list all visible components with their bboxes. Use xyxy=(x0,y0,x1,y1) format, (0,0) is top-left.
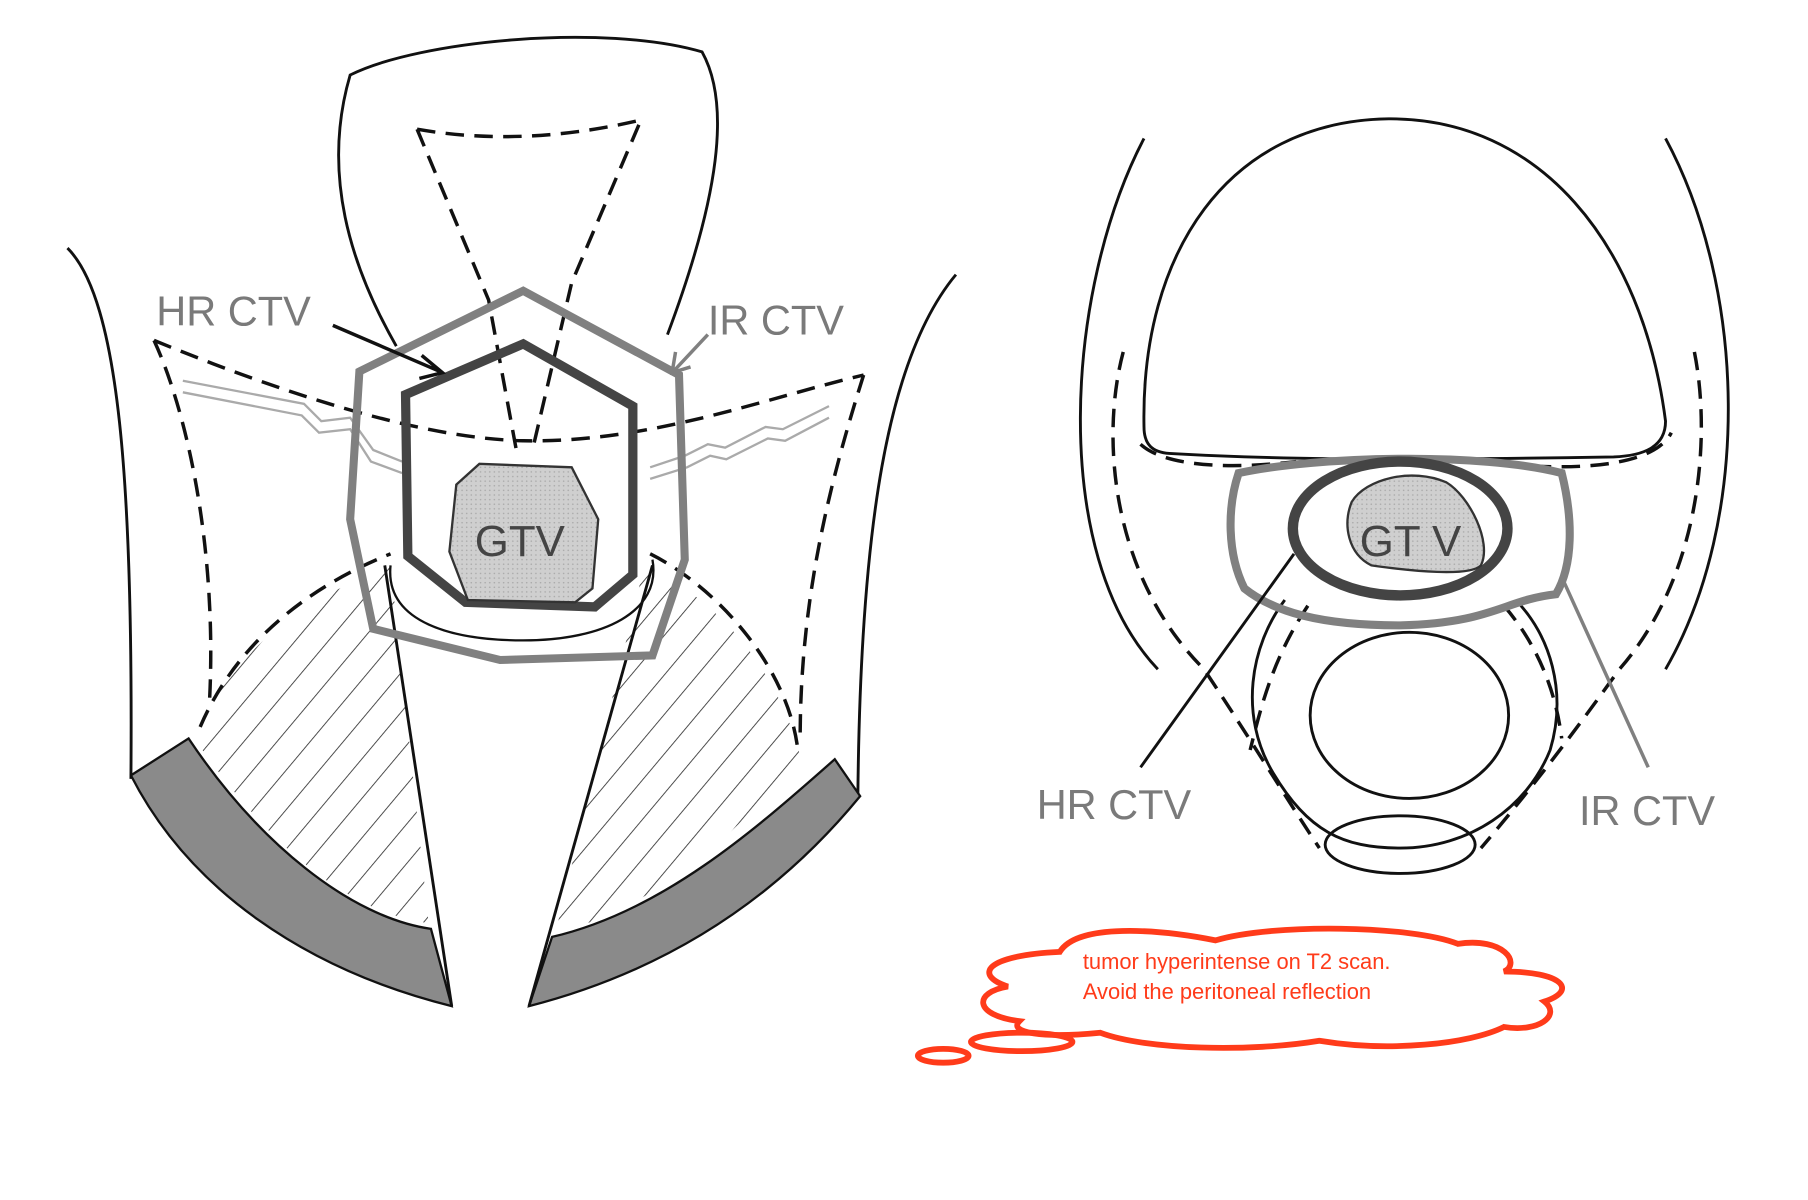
right-vaginal-wall xyxy=(527,564,654,1007)
hr-ctv-pointer xyxy=(1139,553,1296,769)
anal-canal xyxy=(1323,814,1477,875)
axial-view: GT V HR CTV IR CTV xyxy=(1037,117,1730,875)
coronal-view: GTV HR CTV IR CTV xyxy=(66,35,958,1008)
ir-ctv-contour xyxy=(346,286,689,665)
ir-ctv-arrow xyxy=(669,333,710,376)
right-dashed-boundary xyxy=(1479,351,1704,850)
annotation-thought-bubble: tumor hyperintense on T2 scan. Avoid the… xyxy=(914,925,1565,1066)
gtv-region xyxy=(448,462,600,604)
right-hatched-region xyxy=(555,565,801,933)
hr-ctv-contour xyxy=(1287,456,1513,601)
bubble-small xyxy=(914,1045,972,1066)
hr-ctv-contour xyxy=(400,338,638,612)
rectal-wall xyxy=(1250,598,1559,850)
ir-ctv-label: IR CTV xyxy=(1579,787,1715,834)
right-parametrium-dashed-side xyxy=(798,374,866,739)
inner-dashed-right xyxy=(1502,604,1564,739)
left-side-wall xyxy=(1079,137,1159,671)
left-dashed-boundary xyxy=(1111,351,1321,850)
ir-ctv-label: IR CTV xyxy=(708,297,844,344)
hr-ctv-label: HR CTV xyxy=(1037,781,1192,828)
bubble-medium xyxy=(968,1029,1076,1055)
uterus-outline xyxy=(337,35,719,347)
left-pelvic-wall xyxy=(66,247,133,779)
left-vaginal-wall xyxy=(383,565,454,1007)
hr-ctv-label: HR CTV xyxy=(156,287,311,334)
rectum-lumen xyxy=(1308,630,1511,800)
left-parametrium-dashed-side xyxy=(152,339,213,704)
gtv-region xyxy=(1346,474,1486,574)
bladder-outline xyxy=(1142,117,1667,461)
right-side-wall xyxy=(1664,137,1730,670)
right-dashed-arc xyxy=(649,552,800,751)
annotation-line-1: tumor hyperintense on T2 scan. xyxy=(1083,949,1391,974)
gtv-label: GT V xyxy=(1360,517,1462,566)
hr-ctv-arrow xyxy=(332,323,447,381)
left-hatched-region xyxy=(194,565,429,924)
vessel-line-2 xyxy=(182,391,830,480)
right-pelvic-wall xyxy=(856,273,958,799)
parametrium-dashed xyxy=(153,338,865,443)
ir-ctv-pointer xyxy=(1560,576,1650,769)
vessel-line xyxy=(182,379,830,469)
cervix-ring xyxy=(389,559,655,642)
uterine-cavity-dashed xyxy=(415,117,644,451)
cloud-outline xyxy=(980,925,1565,1051)
inner-dashed-left xyxy=(1248,604,1310,751)
gtv-label: GTV xyxy=(475,517,566,566)
annotation-line-2: Avoid the peritoneal reflection xyxy=(1083,979,1371,1004)
upper-dashed-line xyxy=(1139,431,1673,469)
ir-ctv-contour xyxy=(1226,454,1574,630)
left-dashed-arc xyxy=(198,552,392,728)
right-dark-band xyxy=(527,757,862,1008)
